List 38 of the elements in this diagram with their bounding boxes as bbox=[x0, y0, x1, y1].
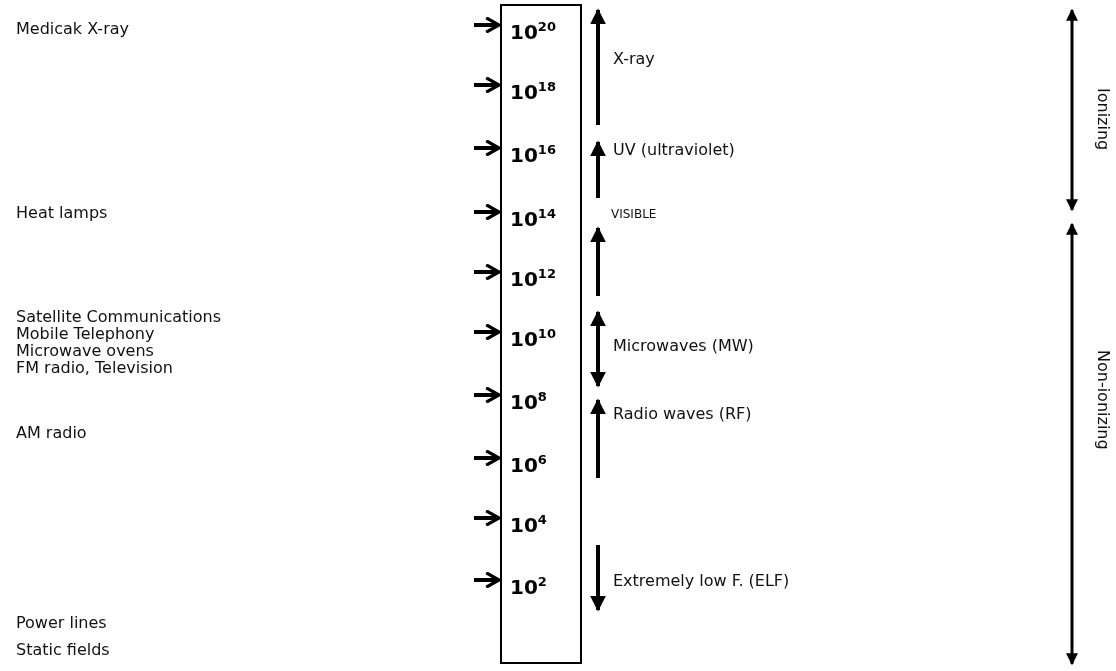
frequency-label: 10$^{18}$ bbox=[510, 76, 556, 103]
arrow bbox=[474, 323, 501, 341]
band-label: X-ray bbox=[613, 50, 655, 68]
frequency-label: 10$^{2}$ bbox=[510, 571, 547, 598]
frequency-label: 10$^{10}$ bbox=[510, 323, 556, 350]
frequency-label: 10$^{6}$ bbox=[510, 449, 547, 476]
arrow bbox=[474, 509, 501, 527]
frequency-label: 10$^{12}$ bbox=[510, 263, 556, 290]
source-label: AM radio bbox=[16, 424, 87, 442]
source-label: Heat lamps bbox=[16, 204, 108, 222]
arrow bbox=[474, 449, 501, 467]
band-label: Microwaves (MW) bbox=[613, 337, 754, 355]
source-label: FM radio, Television bbox=[16, 359, 173, 377]
source-label: Satellite Communications bbox=[16, 308, 222, 326]
frequency-label: 10$^{4}$ bbox=[510, 509, 547, 536]
region-label: Non-ionizing bbox=[1094, 350, 1112, 450]
arrow bbox=[474, 386, 501, 404]
frequency-label: 10$^{14}$ bbox=[510, 203, 556, 230]
arrow bbox=[474, 571, 501, 589]
frequency-label: 10$^{20}$ bbox=[510, 16, 556, 43]
source-label: Microwave ovens bbox=[16, 342, 154, 360]
arrow bbox=[474, 203, 501, 221]
band-label: Radio waves (RF) bbox=[613, 405, 752, 423]
frequency-label: 10$^{16}$ bbox=[510, 139, 556, 166]
source-label: Power lines bbox=[16, 614, 107, 632]
frequency-label: 10$^{8}$ bbox=[510, 386, 547, 413]
arrow bbox=[474, 76, 501, 94]
source-label: Medicak X-ray bbox=[16, 20, 129, 38]
arrow bbox=[474, 263, 501, 281]
source-label: Mobile Telephony bbox=[16, 325, 155, 343]
arrow bbox=[474, 16, 501, 34]
band-label: VISIBLE bbox=[611, 206, 657, 223]
arrow bbox=[474, 139, 501, 157]
region-label: Ionizing bbox=[1094, 88, 1112, 151]
band-label: UV (ultraviolet) bbox=[613, 141, 735, 159]
source-label: Static fields bbox=[16, 641, 110, 659]
band-label: Extremely low F. (ELF) bbox=[613, 572, 790, 590]
scale-box bbox=[500, 4, 582, 664]
